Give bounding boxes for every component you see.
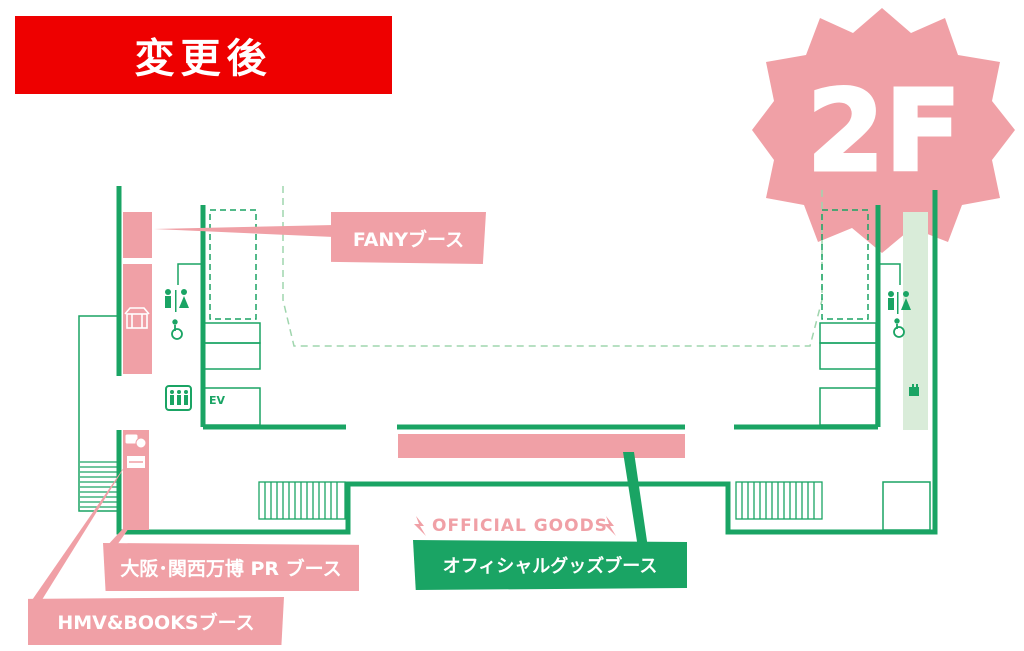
walls — [116, 186, 938, 535]
floor-badge-text: 2F — [807, 67, 961, 197]
floor-badge: 2F — [752, 8, 1015, 253]
after-change-banner: 変更後 — [15, 16, 392, 94]
official-goods-booth-area — [398, 434, 685, 458]
osaka-expo-booth-callout: 大阪･関西万博 PR ブース — [103, 543, 359, 591]
escalator-icon — [735, 481, 823, 520]
restroom-icon — [165, 289, 189, 312]
smoking-area-icon — [909, 384, 919, 396]
wheelchair-icon — [893, 318, 905, 338]
elevator-label: EV — [209, 394, 226, 407]
osaka-leader — [105, 505, 145, 548]
fany-booth-area — [123, 212, 152, 258]
stairs-icon — [80, 461, 117, 508]
cafe-icon — [124, 433, 147, 468]
restroom-icon — [888, 291, 911, 314]
elevator-icon — [165, 385, 192, 411]
escalator-icon — [258, 481, 346, 520]
right-void-dashed — [821, 209, 869, 320]
official-goods-booth-callout: オフィシャルグッズブース — [413, 540, 687, 590]
osaka-booth-area — [123, 478, 149, 530]
right-green-zone — [903, 212, 928, 430]
fany-leader — [154, 225, 334, 237]
official-goods-heading: OFFICIAL GOODS — [432, 516, 608, 536]
thin-walls — [78, 263, 931, 531]
hmv-leader — [30, 460, 129, 603]
left-void-dashed — [209, 209, 257, 320]
atrium-dashed-outline — [282, 186, 823, 347]
shop-icon — [124, 307, 150, 329]
official-goods-leader — [623, 452, 648, 548]
lightning-icon — [414, 516, 426, 536]
lightning-icon — [604, 516, 616, 536]
hmv-books-booth-callout: HMV&BOOKSブース — [28, 597, 284, 645]
fany-booth-callout: FANYブース — [331, 212, 486, 264]
floor-badge-starburst — [752, 8, 1015, 253]
wheelchair-icon — [171, 319, 183, 340]
